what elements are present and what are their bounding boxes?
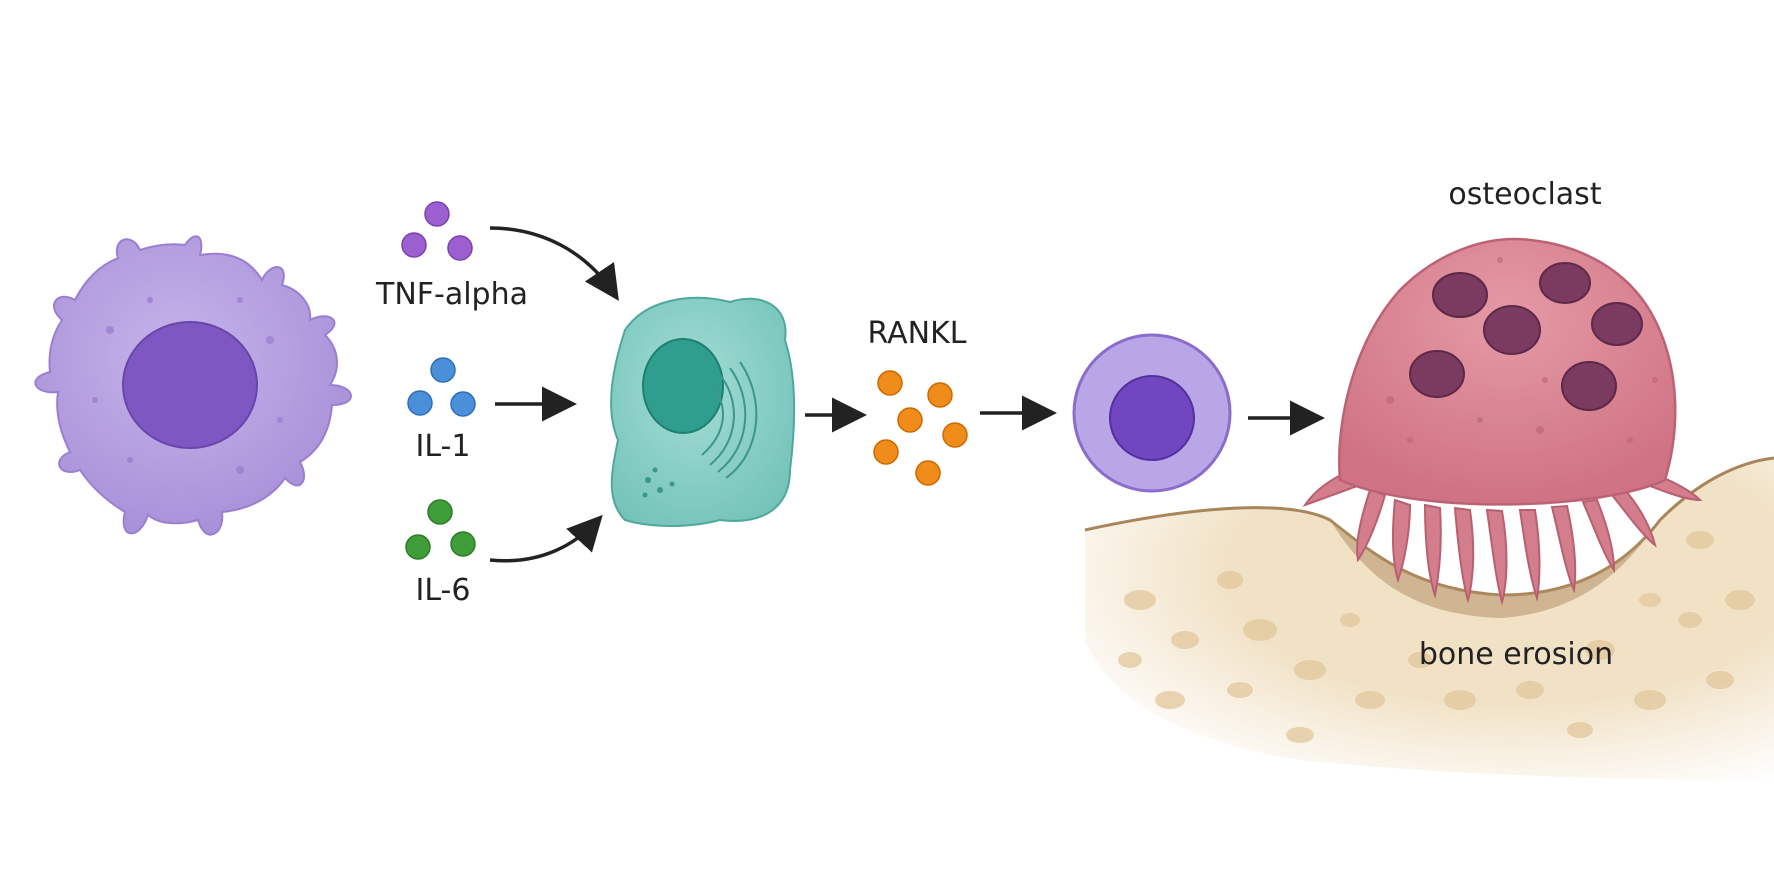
arrow-tnf-to-fibroblast [489,226,619,301]
fibroblast-nucleus [642,338,724,434]
endoplasmic-reticulum [701,361,758,479]
label-osteoclast: osteoclast [1448,177,1602,212]
il-6-molecules [405,499,476,560]
label-tnf-alpha: TNF-alpha [375,277,529,312]
macrophage-nucleus [122,321,258,449]
macrophage-cell [34,235,352,536]
osteoclast-precursor-cell [1072,333,1232,493]
label-bone-erosion: bone erosion [1418,637,1614,672]
bone-tissue [1084,456,1774,780]
label-il-1: IL-1 [415,429,471,464]
arrow-il6-to-fibroblast [489,514,603,563]
label-il-6: IL-6 [415,573,471,608]
arrows [489,226,1325,563]
osteoclast-nuclei [1409,262,1643,411]
erosion-pit [1330,520,1660,618]
label-rankl: RANKL [867,316,967,351]
fibroblast-cell [610,296,796,527]
osteoclast-ruffled-border [1302,468,1703,606]
osteoclast-cell [1302,237,1703,606]
rankl-molecules [873,370,968,486]
tnf-alpha-molecules [401,201,473,261]
bone-pores [1118,531,1755,743]
il-1-molecules [407,357,476,417]
precursor-nucleus [1109,375,1195,461]
